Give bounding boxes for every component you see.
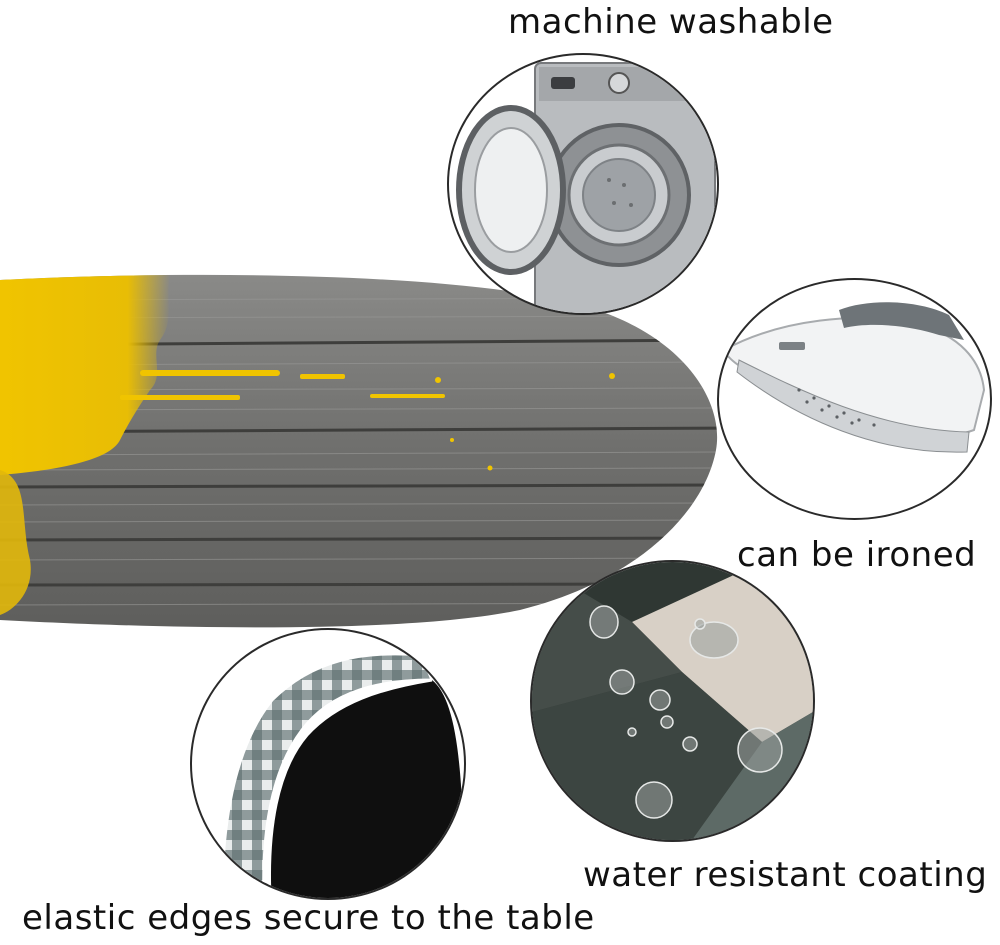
washing-machine-photo	[447, 53, 719, 315]
elastic-edges-label: elastic edges secure to the table	[22, 898, 595, 938]
machine-washable-label: machine washable	[508, 2, 834, 42]
water-resistant-label: water resistant coating	[583, 855, 988, 895]
elastic-edge-photo	[190, 628, 466, 900]
iron-icon	[722, 302, 986, 453]
washing-machine-icon	[456, 62, 716, 313]
water-drops-icon	[532, 562, 813, 840]
water-drops-photo	[530, 560, 815, 842]
can-be-ironed-label: can be ironed	[737, 535, 977, 575]
elastic-edge-icon	[220, 652, 464, 898]
iron-photo	[717, 278, 992, 520]
